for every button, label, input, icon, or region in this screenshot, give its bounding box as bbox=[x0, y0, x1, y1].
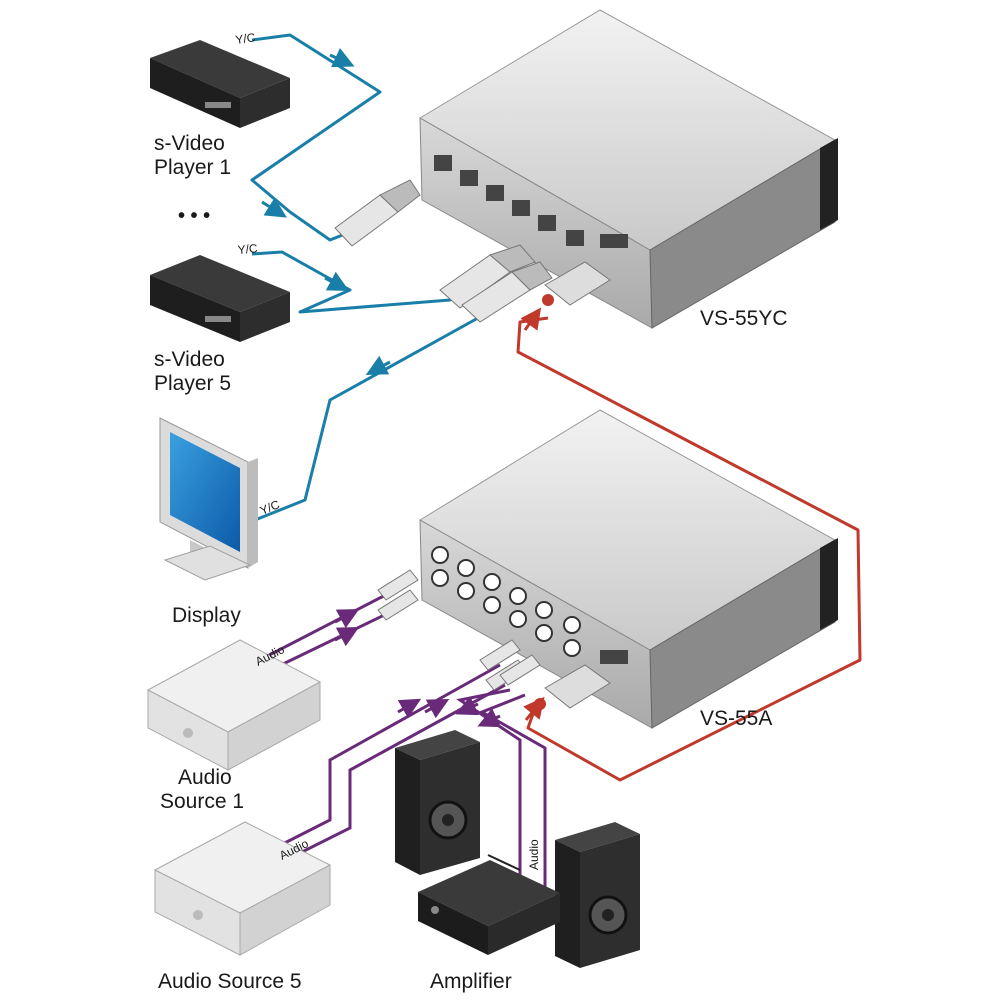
yc-label-display: Y/C bbox=[258, 497, 282, 518]
audio-plugs bbox=[377, 569, 541, 691]
yc-arrow-player5 bbox=[324, 271, 350, 291]
audio-arrow-source1-b bbox=[334, 627, 360, 647]
label-ellipsis: • • • bbox=[178, 205, 210, 227]
label-svideo-player5-line1: s-Video bbox=[154, 348, 225, 371]
speaker-left bbox=[395, 730, 480, 875]
audio-arrow-source5-a bbox=[397, 698, 422, 719]
label-svideo-player5-line2: Player 5 bbox=[154, 372, 231, 395]
control-cable bbox=[516, 316, 862, 782]
label-amplifier: Amplifier bbox=[430, 970, 512, 993]
label-audio-source1-line1: Audio bbox=[178, 766, 232, 789]
label-display: Display bbox=[172, 604, 241, 627]
label-vs55a: VS-55A bbox=[700, 707, 772, 730]
label-vs55yc: VS-55YC bbox=[700, 307, 788, 330]
amplifier-unit bbox=[418, 860, 560, 955]
yc-cable-player1 bbox=[250, 33, 382, 242]
audio-source-5 bbox=[153, 821, 332, 956]
yc-arrow-display bbox=[365, 355, 391, 375]
svideo-player-5 bbox=[150, 255, 290, 342]
audio-source-1 bbox=[146, 639, 322, 771]
display-monitor bbox=[159, 417, 258, 581]
audio-arrow-source5-b bbox=[424, 699, 450, 719]
label-svideo-player1-line2: Player 1 bbox=[154, 156, 231, 179]
yc-label-player5: Y/C bbox=[237, 241, 258, 257]
yc-arrow-player1-a bbox=[329, 48, 355, 68]
yc-cable-display bbox=[254, 316, 479, 522]
label-audio-source1-line2: Source 1 bbox=[160, 790, 244, 813]
audio-arrow-amp-a bbox=[455, 696, 479, 716]
control-plug-bottom bbox=[534, 664, 611, 710]
yc-arrow-player1-b bbox=[261, 197, 287, 218]
audio-label-amplifier: Audio bbox=[527, 839, 541, 870]
audio-arrow-amp-b bbox=[477, 708, 501, 728]
svideo-plugs-bottom bbox=[439, 244, 553, 323]
audio-arrow-source1-a bbox=[334, 609, 360, 629]
vs55a-unit bbox=[419, 409, 838, 729]
svideo-player-1 bbox=[150, 40, 290, 128]
svideo-plug-top bbox=[334, 179, 421, 247]
speaker-right bbox=[555, 822, 640, 968]
control-plug-top bbox=[542, 261, 611, 306]
label-audio-source5: Audio Source 5 bbox=[158, 970, 302, 993]
speaker-wire bbox=[487, 854, 521, 871]
control-arrow-top bbox=[520, 307, 542, 331]
yc-label-player1: Y/C bbox=[234, 30, 256, 47]
label-svideo-player1-line1: s-Video bbox=[154, 132, 225, 155]
